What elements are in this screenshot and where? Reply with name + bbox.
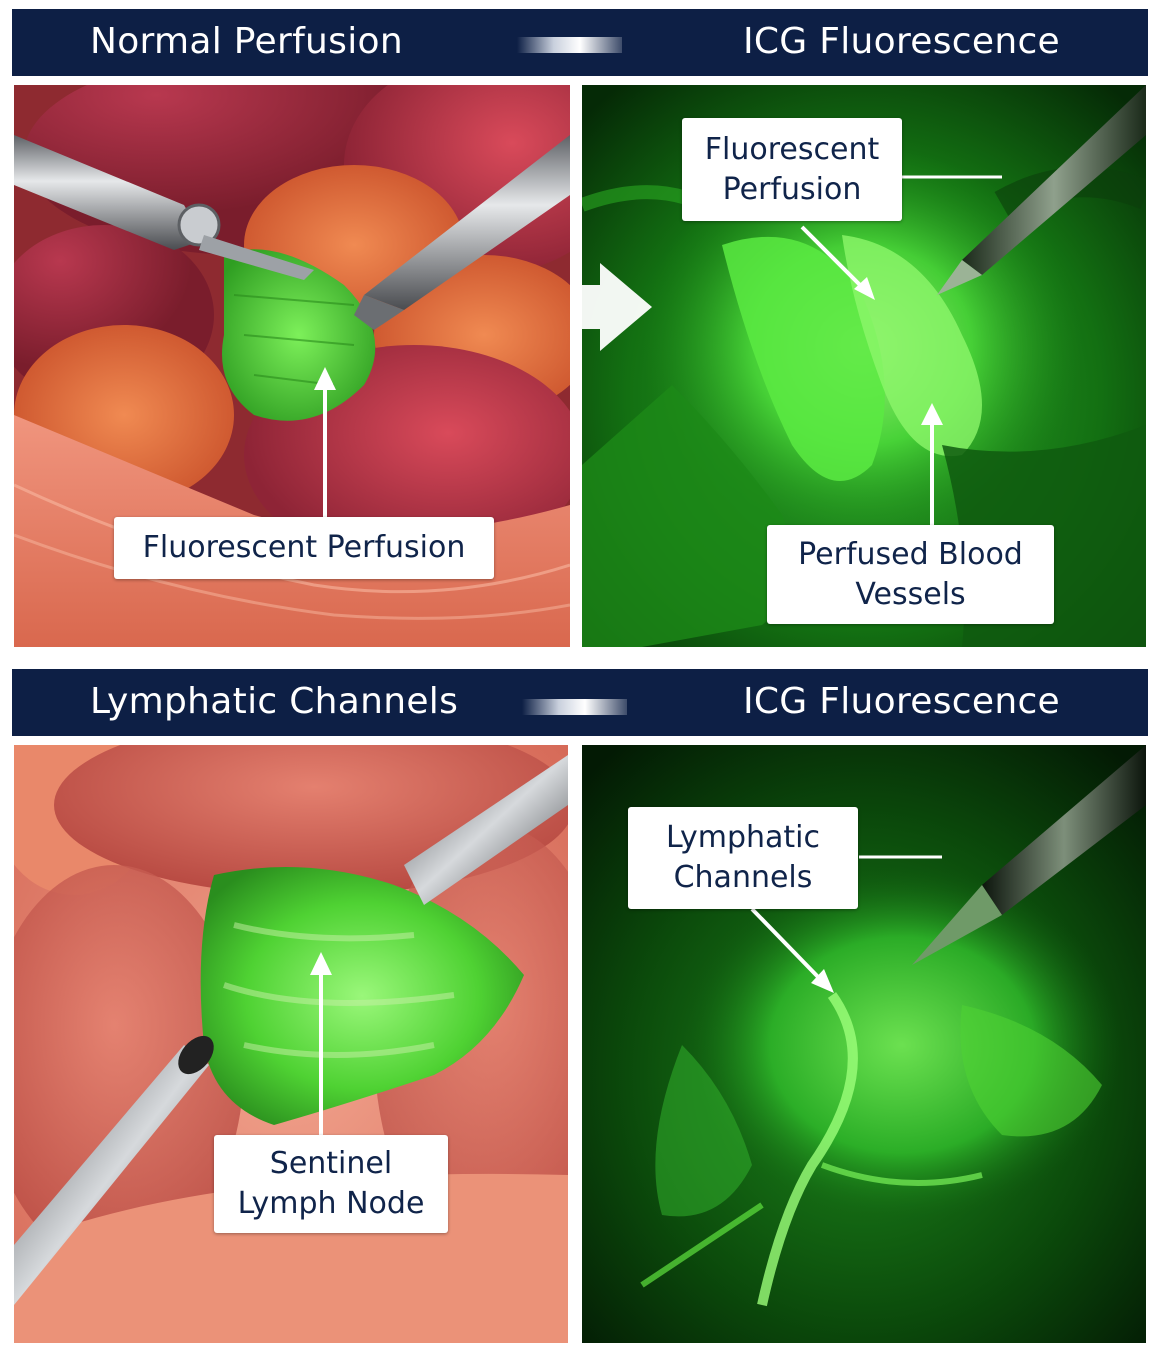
callout-line: Vessels <box>855 576 966 612</box>
header-divider-bar <box>522 699 627 715</box>
callout-line: Fluorescent <box>704 131 880 167</box>
normal-perfusion-image: Fluorescent Perfusion <box>14 85 570 647</box>
callout-line: Fluorescent Perfusion <box>142 530 466 565</box>
perfused-blood-vessels-callout: Perfused Blood Vessels <box>767 525 1054 624</box>
callout-line: Sentinel <box>269 1146 393 1181</box>
icg-fluorescence-image-top: Fluorescent Perfusion Perfused Blood Ves… <box>582 85 1146 647</box>
lymphatic-channels-callout: Lymphatic Channels <box>628 807 858 909</box>
lymphatic-channels-image: Sentinel Lymph Node <box>14 745 568 1343</box>
top-panel: Normal Perfusion ICG Fluorescence <box>12 9 1148 649</box>
top-left-title: Normal Perfusion <box>90 21 403 62</box>
callout-line: Lymphatic <box>666 820 820 855</box>
bottom-panel: Lymphatic Channels ICG Fluorescence <box>12 669 1148 1345</box>
bottom-header: Lymphatic Channels ICG Fluorescence <box>12 669 1148 739</box>
callout-line: Lymph Node <box>237 1186 425 1221</box>
callout-line: Channels <box>673 860 813 895</box>
sentinel-lymph-node-callout: Sentinel Lymph Node <box>214 1135 448 1233</box>
top-right-title: ICG Fluorescence <box>742 21 1060 62</box>
fluorescent-perfusion-callout: Fluorescent Perfusion <box>114 517 494 579</box>
bottom-right-title: ICG Fluorescence <box>742 681 1060 722</box>
top-header: Normal Perfusion ICG Fluorescence <box>12 9 1148 79</box>
icg-fluorescence-image-bottom: Lymphatic Channels <box>582 745 1146 1343</box>
header-divider-bar <box>517 37 622 53</box>
bottom-left-title: Lymphatic Channels <box>90 681 459 722</box>
callout-line: Perfusion <box>722 171 862 207</box>
callout-line: Perfused Blood <box>798 536 1023 572</box>
fluorescent-perfusion-callout-right: Fluorescent Perfusion <box>682 118 902 221</box>
